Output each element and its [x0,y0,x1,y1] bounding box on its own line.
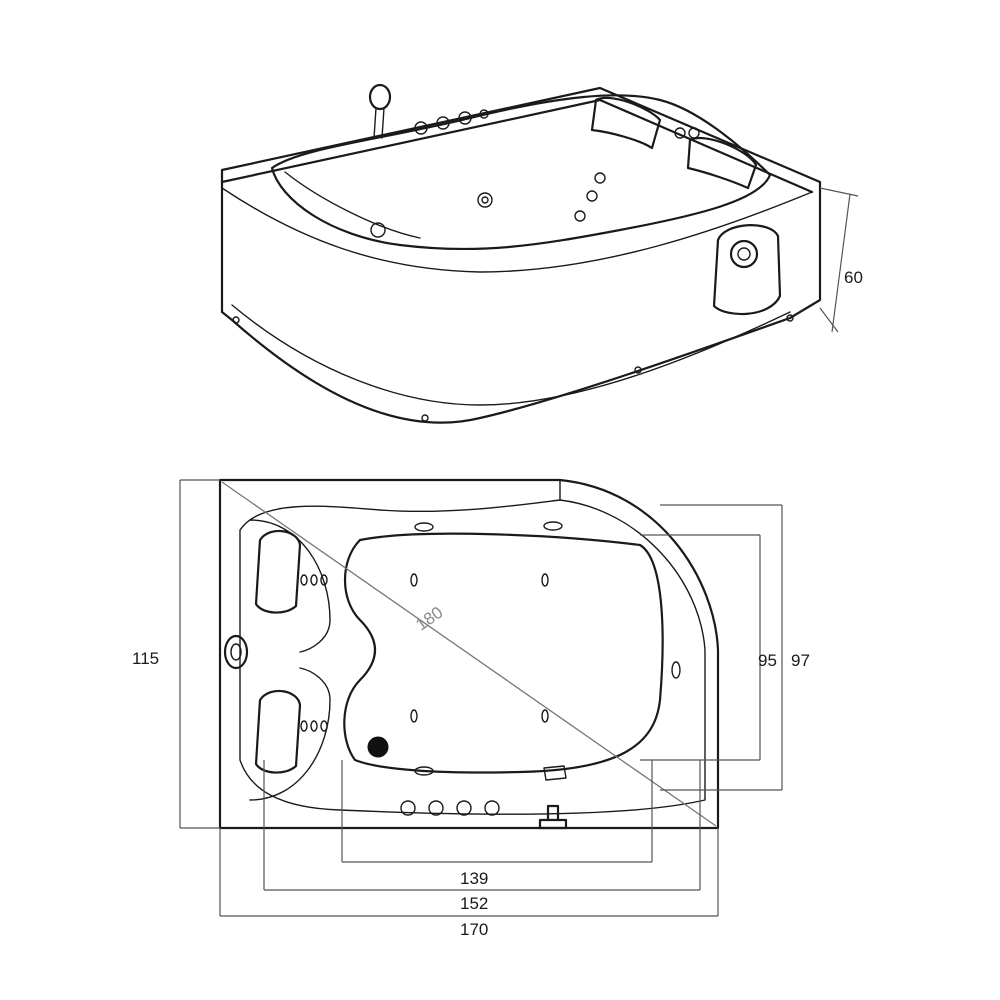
knob [428,800,444,816]
jet [543,521,563,531]
shower-head [368,83,392,111]
jet [671,661,681,679]
jet [320,720,328,732]
jet [574,210,586,222]
knob-2 [436,116,450,130]
perspective-view [220,83,859,424]
jet [586,190,598,202]
foot [634,366,642,374]
jet [414,522,434,532]
length-total-dimension-line [219,828,719,917]
seat-curve-bottom [249,667,331,801]
panel-ring-center [230,643,242,661]
seat-curve-top [249,519,331,653]
jet [310,720,318,732]
jet [594,172,606,184]
diagonal-label: 180 [412,603,446,635]
inner-length-b-label: 97 [791,651,810,670]
tub-outline-plan [218,478,720,830]
shower-holder [538,804,568,830]
apron-top-curve [221,187,813,273]
foot [421,414,429,422]
height-label: 60 [844,268,863,287]
inner-length-b-dimension-line [660,504,783,791]
inner-basin-plan [343,532,664,774]
jet [300,720,308,732]
foot [232,316,240,324]
panel-light [729,239,759,269]
jet [541,709,549,723]
length-total-label: 170 [460,920,488,939]
knob-3 [458,111,472,125]
length-inner-label: 139 [460,869,488,888]
control [688,127,700,139]
side-panel [712,224,782,316]
jet-plate [543,765,567,781]
headrest-top [254,529,302,614]
jet [310,574,318,586]
knob [484,800,500,816]
length-mid-dimension-line [263,760,701,891]
headrest-right [686,137,758,190]
basin-inner-edge [284,171,421,239]
jet [320,574,328,586]
headrest-bottom [254,689,302,774]
jet [541,573,549,587]
jet [410,709,418,723]
control [674,127,686,139]
drain [370,222,386,238]
inner-length-a-dimension-line [640,534,761,761]
length-inner-dimension-line [341,760,653,863]
apron-bottom-curve [231,304,791,406]
panel-ring [223,634,249,670]
knob-4 [479,109,489,119]
foot [786,314,794,322]
panel-light-center [737,247,751,261]
headrest-left [590,96,662,150]
rim-edge [220,98,814,194]
inner-length-a-label: 95 [758,651,777,670]
rim-inner [239,499,706,816]
jet [300,574,308,586]
knob [456,800,472,816]
jet-center [481,196,489,204]
tub-outer-shell [220,86,822,424]
width-dimension-line [179,479,220,829]
diagonal-line [221,481,717,827]
knob-1 [414,121,428,135]
jet [410,573,418,587]
width-label: 115 [132,649,159,668]
height-dimension-line [819,187,859,333]
plan-view [179,478,783,917]
jet [414,766,434,776]
drain [367,736,389,758]
shower-handle [373,107,385,139]
knob [400,800,416,816]
length-mid-label: 152 [460,894,488,913]
inner-basin [270,94,772,251]
jet [477,192,493,208]
